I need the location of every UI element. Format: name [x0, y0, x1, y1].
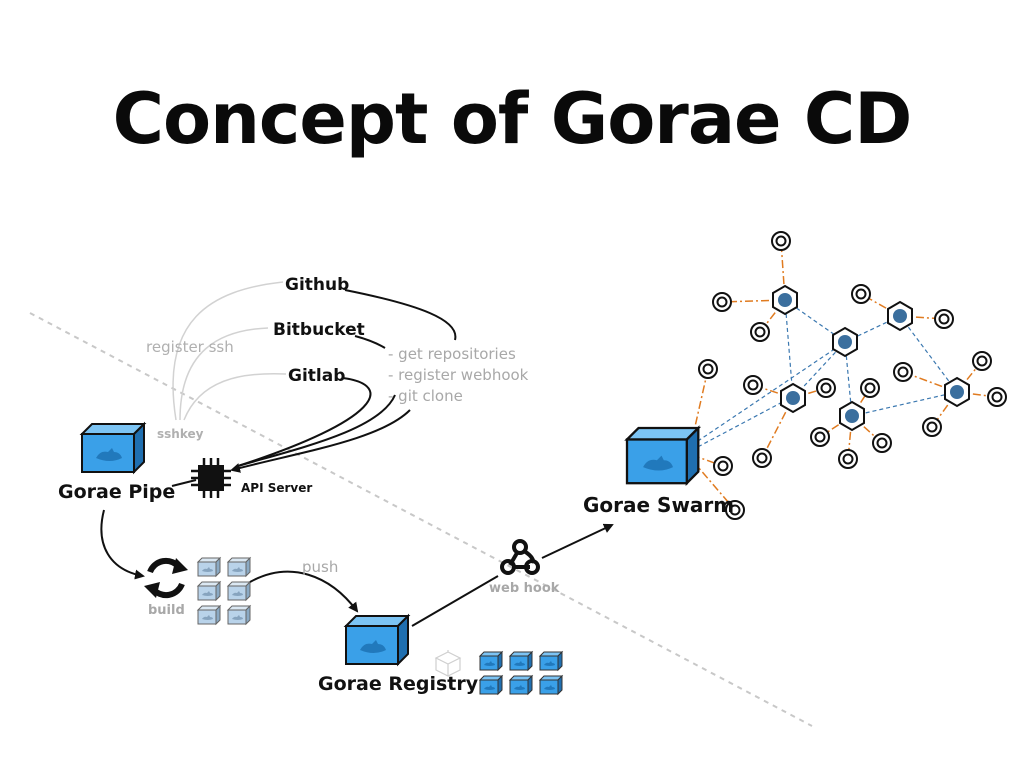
- cluster-edges: [691, 299, 958, 451]
- gorae-registry-container-icon: [345, 615, 409, 665]
- gitlab-label: Gitlab: [288, 366, 345, 386]
- gorae-pipe-container-icon: [81, 423, 145, 473]
- registry-to-webhook-line: [411, 575, 499, 627]
- gorae-registry-label: Gorae Registry: [318, 673, 479, 695]
- network-boundary-line: [29, 312, 813, 727]
- pipe-to-build-arrow: [100, 509, 145, 580]
- github-label: Github: [285, 275, 349, 295]
- build-cycle-icon: [144, 557, 188, 599]
- push-arrow: [249, 570, 359, 613]
- webhook-to-swarm-arrow: [541, 523, 614, 559]
- pipe-to-api-line: [171, 479, 197, 487]
- register-ssh-label: register ssh: [146, 338, 234, 356]
- registry-images-grid: [479, 651, 563, 695]
- registry-outline-cubes-icon: [434, 650, 462, 677]
- api-action-get-repositories: - get repositories: [388, 345, 516, 363]
- bitbucket-label: Bitbucket: [273, 320, 365, 340]
- api-action-git-clone: - git clone: [388, 387, 463, 405]
- api-server-label: API Server: [241, 481, 312, 495]
- page-title: Concept of Gorae CD: [112, 78, 913, 160]
- cluster-nodes: [772, 285, 970, 431]
- sshkey-label: sshkey: [157, 427, 204, 441]
- api-action-register-webhook: - register webhook: [388, 366, 529, 384]
- gorae-pipe-label: Gorae Pipe: [58, 481, 175, 503]
- push-label: push: [302, 558, 338, 576]
- chip-icon: [191, 458, 231, 498]
- service-endpoints: [698, 231, 1007, 520]
- register-ssh-curves: [172, 281, 287, 421]
- webhook-icon: [500, 539, 540, 575]
- node-target-edges: [691, 240, 998, 511]
- gorae-swarm-container-icon: [625, 426, 700, 485]
- gorae-swarm-label: Gorae Swarm: [583, 493, 734, 517]
- built-images-grid: [197, 557, 251, 625]
- git-host-connections: [230, 289, 457, 473]
- web-hook-label: web hook: [489, 581, 560, 596]
- build-label: build: [148, 603, 185, 618]
